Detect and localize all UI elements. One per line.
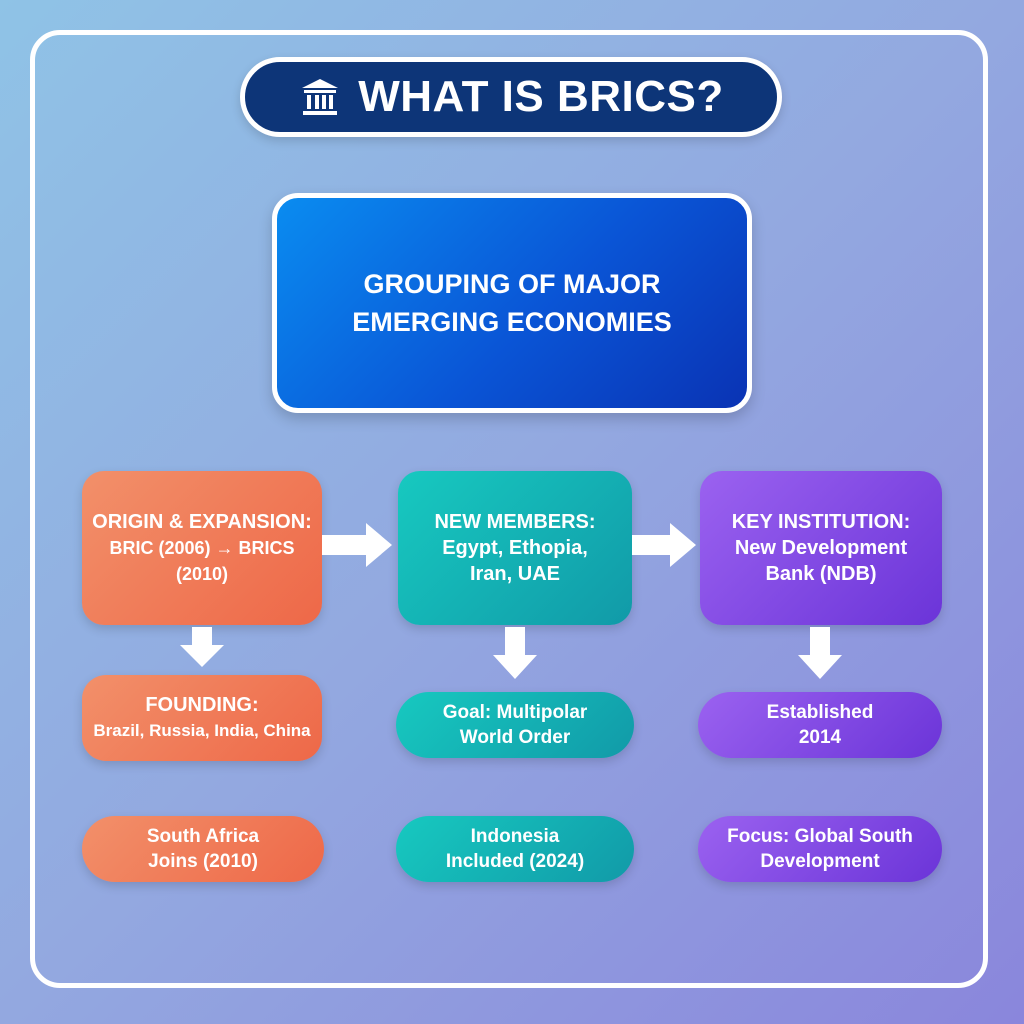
institution-icon — [298, 75, 342, 119]
central-concept-box: GROUPING OF MAJOR EMERGING ECONOMIES — [272, 193, 752, 413]
indonesia-line2: Included (2024) — [445, 851, 585, 872]
established-pill: Established 2014 — [698, 692, 942, 758]
founding-heading: FOUNDING: — [145, 694, 259, 716]
central-concept-text: GROUPING OF MAJOR EMERGING ECONOMIES — [352, 269, 672, 337]
arrow-right-icon — [322, 523, 392, 567]
south-africa-line2: Joins (2010) — [148, 851, 258, 872]
arrow-down-icon — [798, 627, 842, 679]
key-institution-name-2: Bank (NDB) — [765, 563, 877, 585]
focus-pill: Focus: Global South Development — [698, 816, 942, 882]
new-members-list-1: Egypt, Ethopia, — [442, 537, 588, 559]
origin-expansion-box: ORIGIN & EXPANSION: BRIC (2006) → BRICS … — [82, 471, 322, 625]
indonesia-line1: Indonesia — [470, 826, 560, 847]
key-institution-box: KEY INSTITUTION: New Development Bank (N… — [700, 471, 942, 625]
established-line1: Established — [766, 702, 874, 723]
new-members-heading: NEW MEMBERS: — [434, 511, 596, 533]
founding-members: Brazil, Russia, India, China — [93, 721, 311, 740]
south-africa-line1: South Africa — [146, 826, 260, 847]
outer-frame — [30, 30, 988, 988]
indonesia-pill: Indonesia Included (2024) — [396, 816, 634, 882]
established-line2: 2014 — [798, 727, 842, 748]
new-members-list-2: Iran, UAE — [469, 563, 560, 585]
key-institution-name-1: New Development — [734, 537, 908, 559]
arrow-right-icon — [632, 523, 696, 567]
goal-line1: Goal: Multipolar — [442, 702, 588, 723]
origin-expansion-detail: BRIC (2006) → BRICS (2010) — [109, 538, 295, 584]
new-members-box: NEW MEMBERS: Egypt, Ethopia, Iran, UAE — [398, 471, 632, 625]
south-africa-pill: South Africa Joins (2010) — [82, 816, 324, 882]
goal-pill: Goal: Multipolar World Order — [396, 692, 634, 758]
key-institution-heading: KEY INSTITUTION: — [731, 511, 911, 533]
arrow-down-icon — [493, 627, 537, 679]
origin-expansion-heading: ORIGIN & EXPANSION: — [92, 511, 312, 533]
focus-line1: Focus: Global South — [727, 826, 913, 847]
founding-box: FOUNDING: Brazil, Russia, India, China — [82, 675, 322, 761]
focus-line2: Development — [760, 851, 880, 872]
arrow-down-icon — [180, 627, 224, 667]
goal-line2: World Order — [459, 727, 571, 748]
page-title: WHAT IS BRICS? — [358, 72, 724, 121]
title-banner: WHAT IS BRICS? — [240, 57, 782, 137]
